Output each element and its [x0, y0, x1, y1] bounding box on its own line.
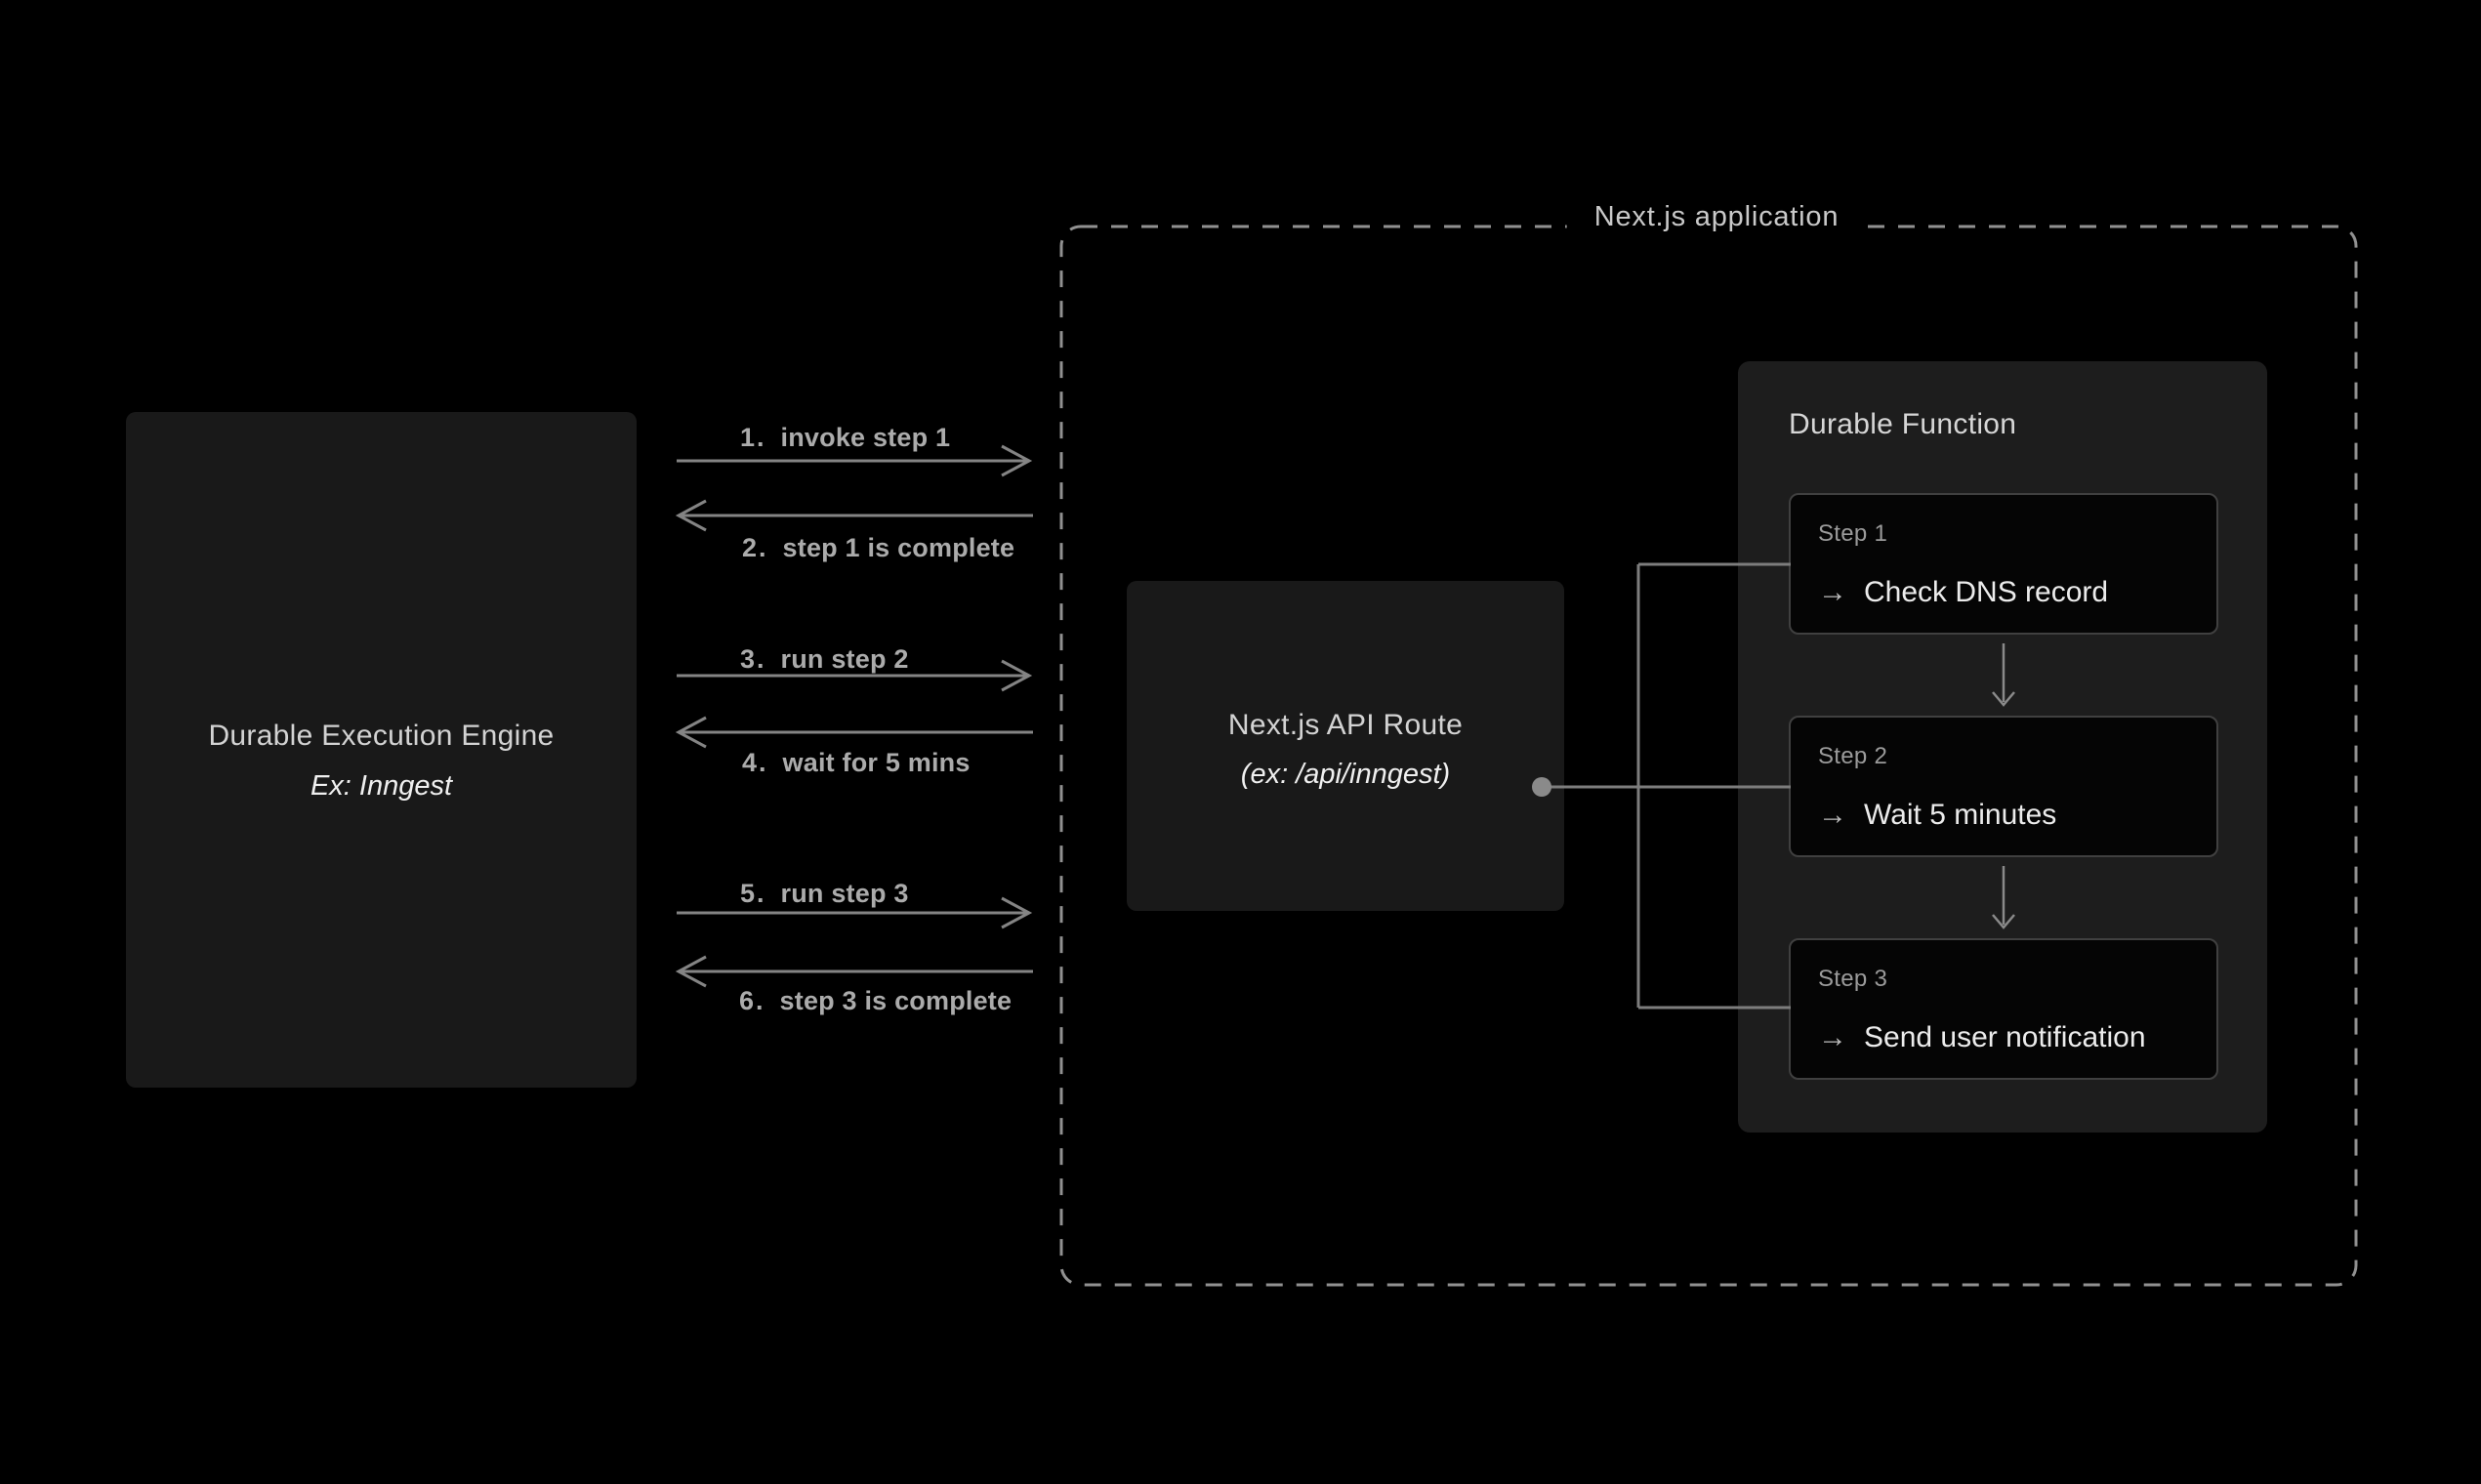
message-label-run-step-2: 3. run step 2 [740, 644, 909, 675]
arrowhead-right-5 [1001, 896, 1033, 929]
step-content: → Send user notification [1818, 1021, 2189, 1054]
arrowhead-right-3 [1001, 659, 1033, 692]
durable-execution-engine-box: Durable Execution Engine Ex: Inngest [126, 412, 637, 1088]
engine-box-title: Durable Execution Engine [208, 719, 555, 752]
step-content: → Wait 5 minutes [1818, 799, 2189, 832]
message-text: invoke step 1 [780, 423, 951, 452]
arrowhead-left-2 [675, 499, 707, 532]
message-number: 4. [742, 748, 768, 777]
message-label-step-1-complete: 2. step 1 is complete [742, 533, 1014, 563]
step-card-1: Step 1 → Check DNS record [1789, 493, 2218, 635]
step-label: Step 3 [1818, 966, 1888, 992]
message-label-invoke-step-1: 1. invoke step 1 [740, 423, 950, 453]
step-text: Wait 5 minutes [1864, 799, 2057, 831]
message-text: run step 3 [780, 879, 909, 908]
step-content: → Check DNS record [1818, 576, 2189, 609]
durable-function-panel: Durable Function Step 1 → Check DNS reco… [1738, 361, 2267, 1133]
message-number: 1. [740, 423, 766, 452]
message-label-run-step-3: 5. run step 3 [740, 879, 909, 909]
message-text: run step 2 [780, 644, 909, 674]
api-box-title: Next.js API Route [1227, 709, 1464, 741]
step-card-2: Step 2 → Wait 5 minutes [1789, 716, 2218, 857]
step-text: Send user notification [1864, 1021, 2146, 1053]
right-arrow-icon: → [1818, 799, 1847, 831]
message-number: 2. [742, 533, 768, 562]
message-label-wait-for-5-mins: 4. wait for 5 mins [742, 748, 971, 778]
right-arrow-icon: → [1818, 1021, 1847, 1053]
arrowhead-left-6 [675, 955, 707, 988]
api-box-subtitle: (ex: /api/inngest) [1240, 759, 1451, 790]
step-label: Step 1 [1818, 520, 1888, 547]
message-number: 3. [740, 644, 766, 674]
step-label: Step 2 [1818, 743, 1888, 769]
message-text: step 3 is complete [779, 986, 1013, 1015]
message-text: wait for 5 mins [782, 748, 971, 777]
arrowhead-right-1 [1001, 444, 1033, 477]
engine-box-subtitle: Ex: Inngest [310, 769, 453, 802]
step-text: Check DNS record [1864, 576, 2109, 608]
right-arrow-icon: → [1818, 576, 1847, 608]
step-card-3: Step 3 → Send user notification [1789, 938, 2218, 1080]
message-label-step-3-complete: 6. step 3 is complete [739, 986, 1012, 1016]
durable-function-title: Durable Function [1789, 408, 2017, 440]
arrowhead-left-4 [675, 716, 707, 749]
message-number: 5. [740, 879, 766, 908]
nextjs-application-label: Next.js application [1566, 197, 1867, 236]
message-text: step 1 is complete [782, 533, 1015, 562]
nextjs-api-route-box: Next.js API Route (ex: /api/inngest) [1127, 581, 1564, 911]
message-number: 6. [739, 986, 765, 1015]
